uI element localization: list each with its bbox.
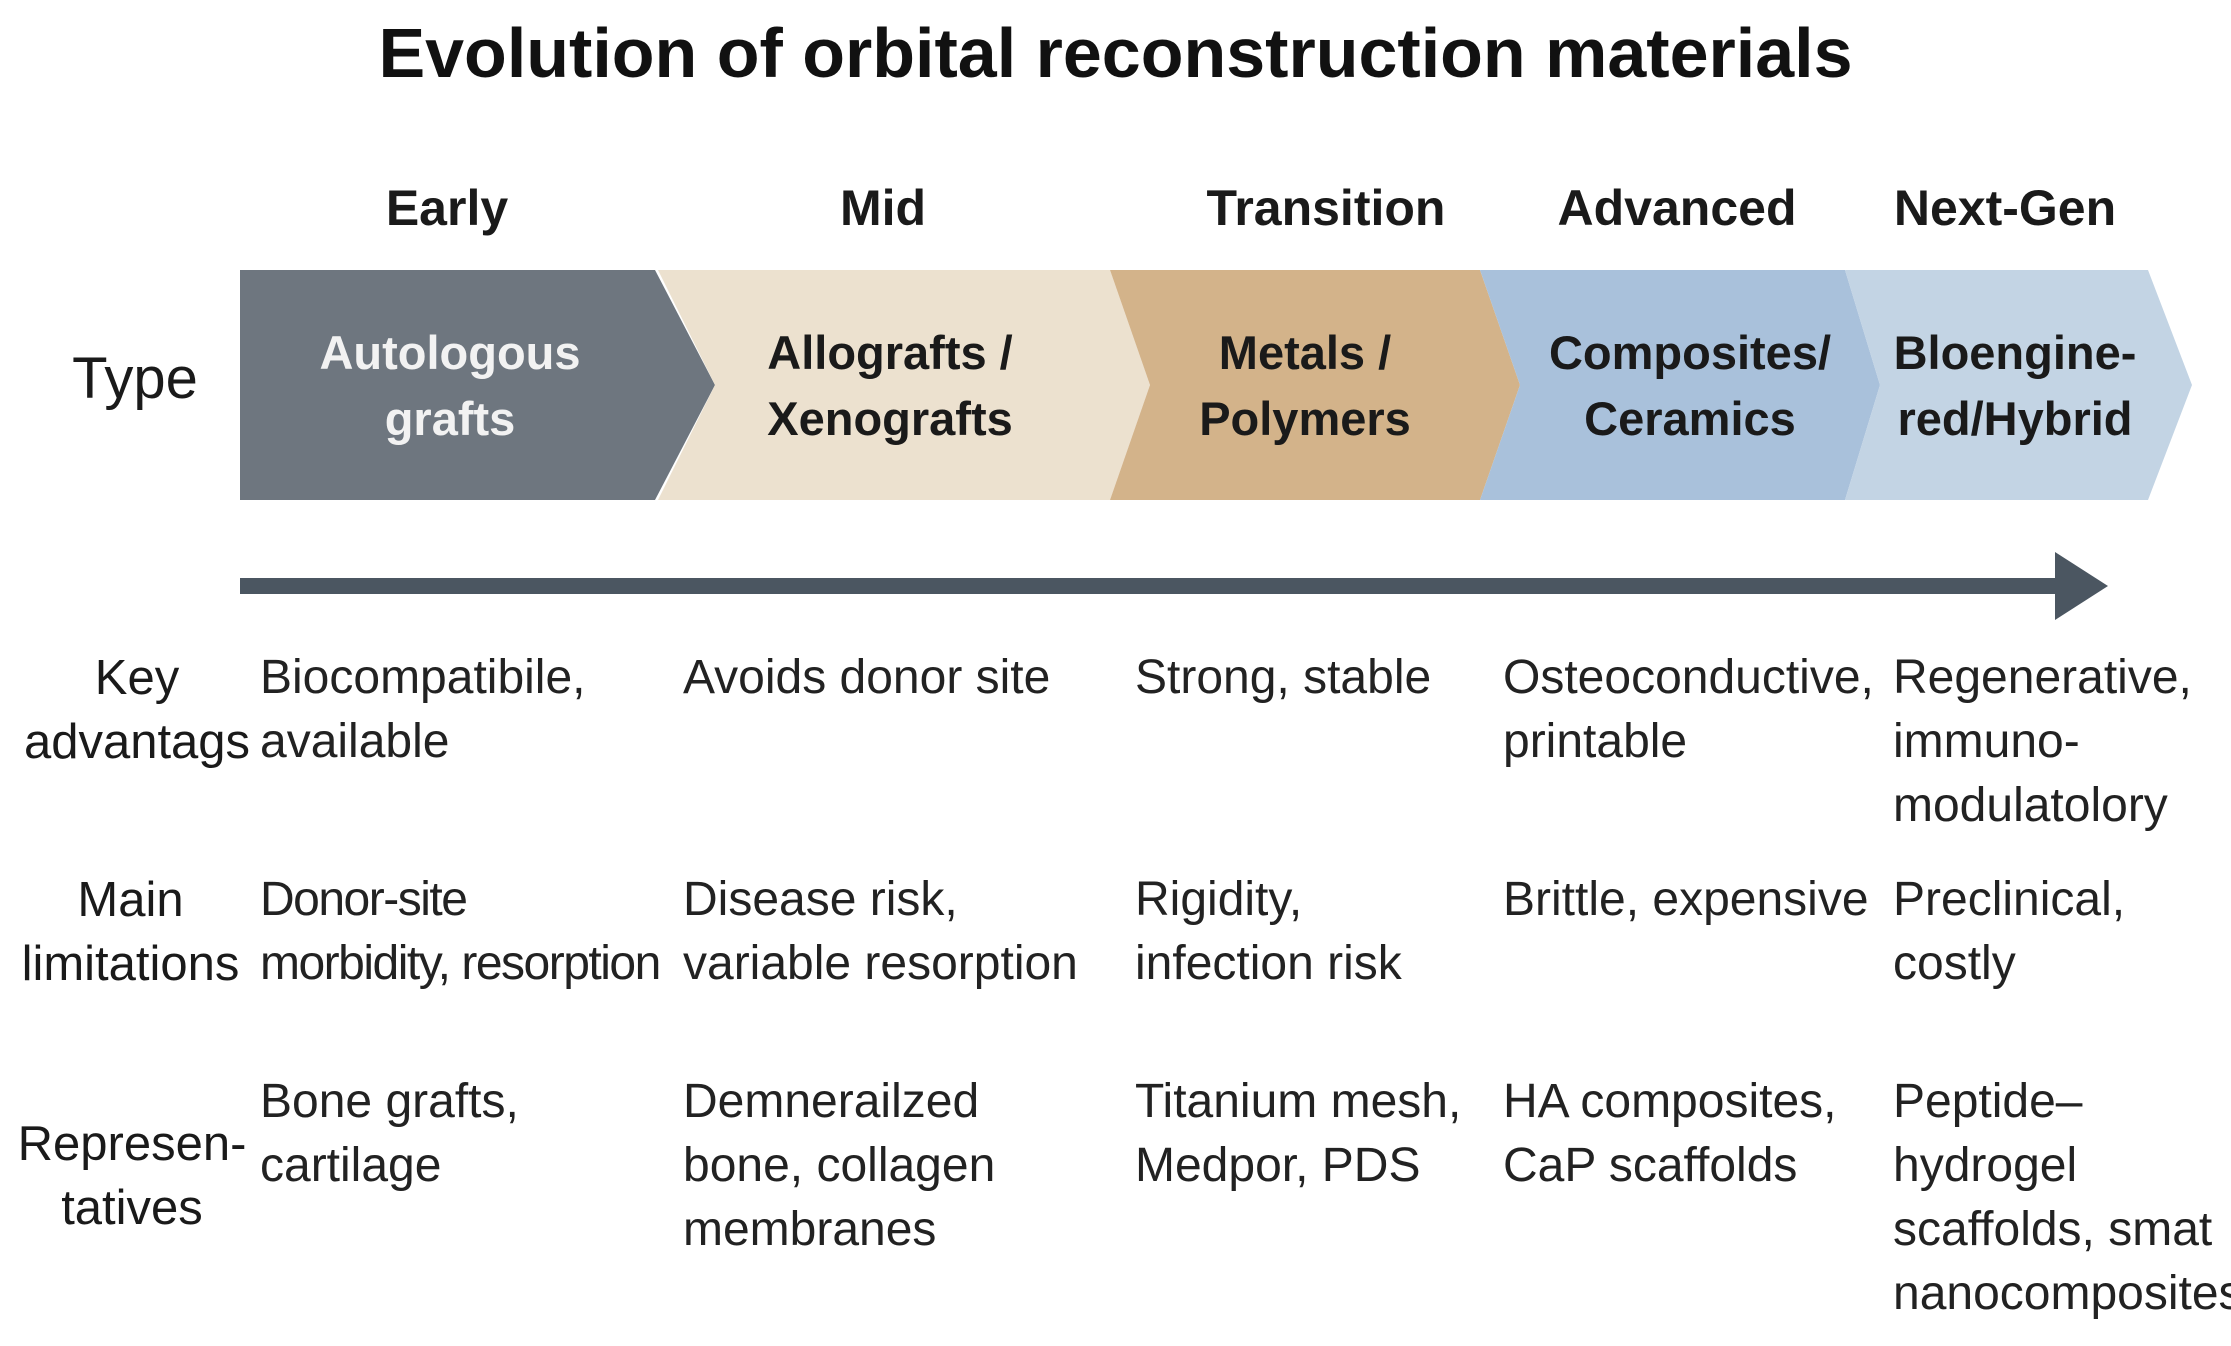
stage-label-next-gen: Next-Gen: [1893, 180, 2117, 236]
limitations-transition: Rigidity, infection risk: [1135, 873, 1402, 990]
type-autologous-line2: grafts: [384, 392, 516, 445]
row-label-key-advantages: Key advantags: [23, 651, 251, 769]
limitations-mid: Disease risk, variable resorption: [683, 873, 1078, 990]
key-advantages-transition: Strong, stable: [1135, 651, 1432, 704]
representatives-advanced: HA composites, CaP scaffolds: [1503, 1075, 1837, 1192]
type-metals-line2: Polymers: [1199, 392, 1411, 445]
chevron-metals: [1110, 270, 1520, 500]
type-bioengineered-line1: Bloengine-: [1893, 326, 2137, 379]
type-composites-line2: Ceramics: [1584, 392, 1796, 445]
type-metals-line1: Metals /: [1218, 326, 1392, 379]
limitations-early: Donor-site morbidity, resorption: [260, 873, 661, 990]
type-allografts-line1: Allografts /: [767, 326, 1013, 379]
type-allografts-line2: Xenografts: [767, 392, 1013, 445]
key-advantages-next-gen: Regenerative, immuno- modulatolory: [1893, 651, 2192, 832]
representatives-next-gen: Peptide– hydrogel scaffolds, smat nanoco…: [1893, 1075, 2231, 1320]
key-advantages-mid: Avoids donor site: [683, 651, 1051, 704]
representatives-mid: Demnerailzed bone, collagen membranes: [683, 1075, 996, 1256]
chevron-allografts: [658, 270, 1150, 500]
stage-label-advanced: Advanced: [1557, 180, 1797, 236]
type-autologous-grafts: Autologous grafts: [255, 320, 645, 452]
key-advantages-early: Biocompatibile, available: [260, 651, 586, 768]
type-bioengineered-hybrid: Bloengine- red/Hybrid: [1870, 320, 2160, 452]
timeline-arrow-head: [2055, 552, 2108, 620]
type-composites-ceramics: Composites/ Ceramics: [1510, 320, 1870, 452]
diagram-title: Evolution of orbital reconstruction mate…: [378, 14, 1853, 92]
chevron-autologous: [240, 270, 715, 500]
stage-label-transition: Transition: [1206, 180, 1446, 236]
chevron-bioengineered: [1845, 270, 2192, 500]
representatives-early: Bone grafts, cartilage: [260, 1075, 519, 1192]
limitations-next-gen: Preclinical, costly: [1893, 873, 2126, 990]
type-bioengineered-line2: red/Hybrid: [1897, 392, 2133, 445]
key-advantages-advanced: Osteoconductive, printable: [1503, 651, 1874, 768]
type-metals-polymers: Metals / Polymers: [1150, 320, 1460, 452]
type-autologous-line1: Autologous: [319, 326, 581, 379]
chevron-composites: [1480, 270, 1880, 500]
stage-label-mid: Mid: [839, 180, 927, 236]
limitations-advanced: Brittle, expensive: [1503, 873, 1869, 926]
type-row-label: Type: [72, 346, 198, 411]
type-composites-line1: Composites/: [1548, 326, 1832, 379]
stage-label-early: Early: [385, 180, 509, 236]
row-label-representatives: Represen- tatives: [17, 1117, 247, 1235]
type-allografts-xenografts: Allografts / Xenografts: [710, 320, 1070, 452]
row-label-main-limitations: Main limitations: [21, 873, 240, 991]
representatives-transition: Titanium mesh, Medpor, PDS: [1135, 1075, 1462, 1192]
